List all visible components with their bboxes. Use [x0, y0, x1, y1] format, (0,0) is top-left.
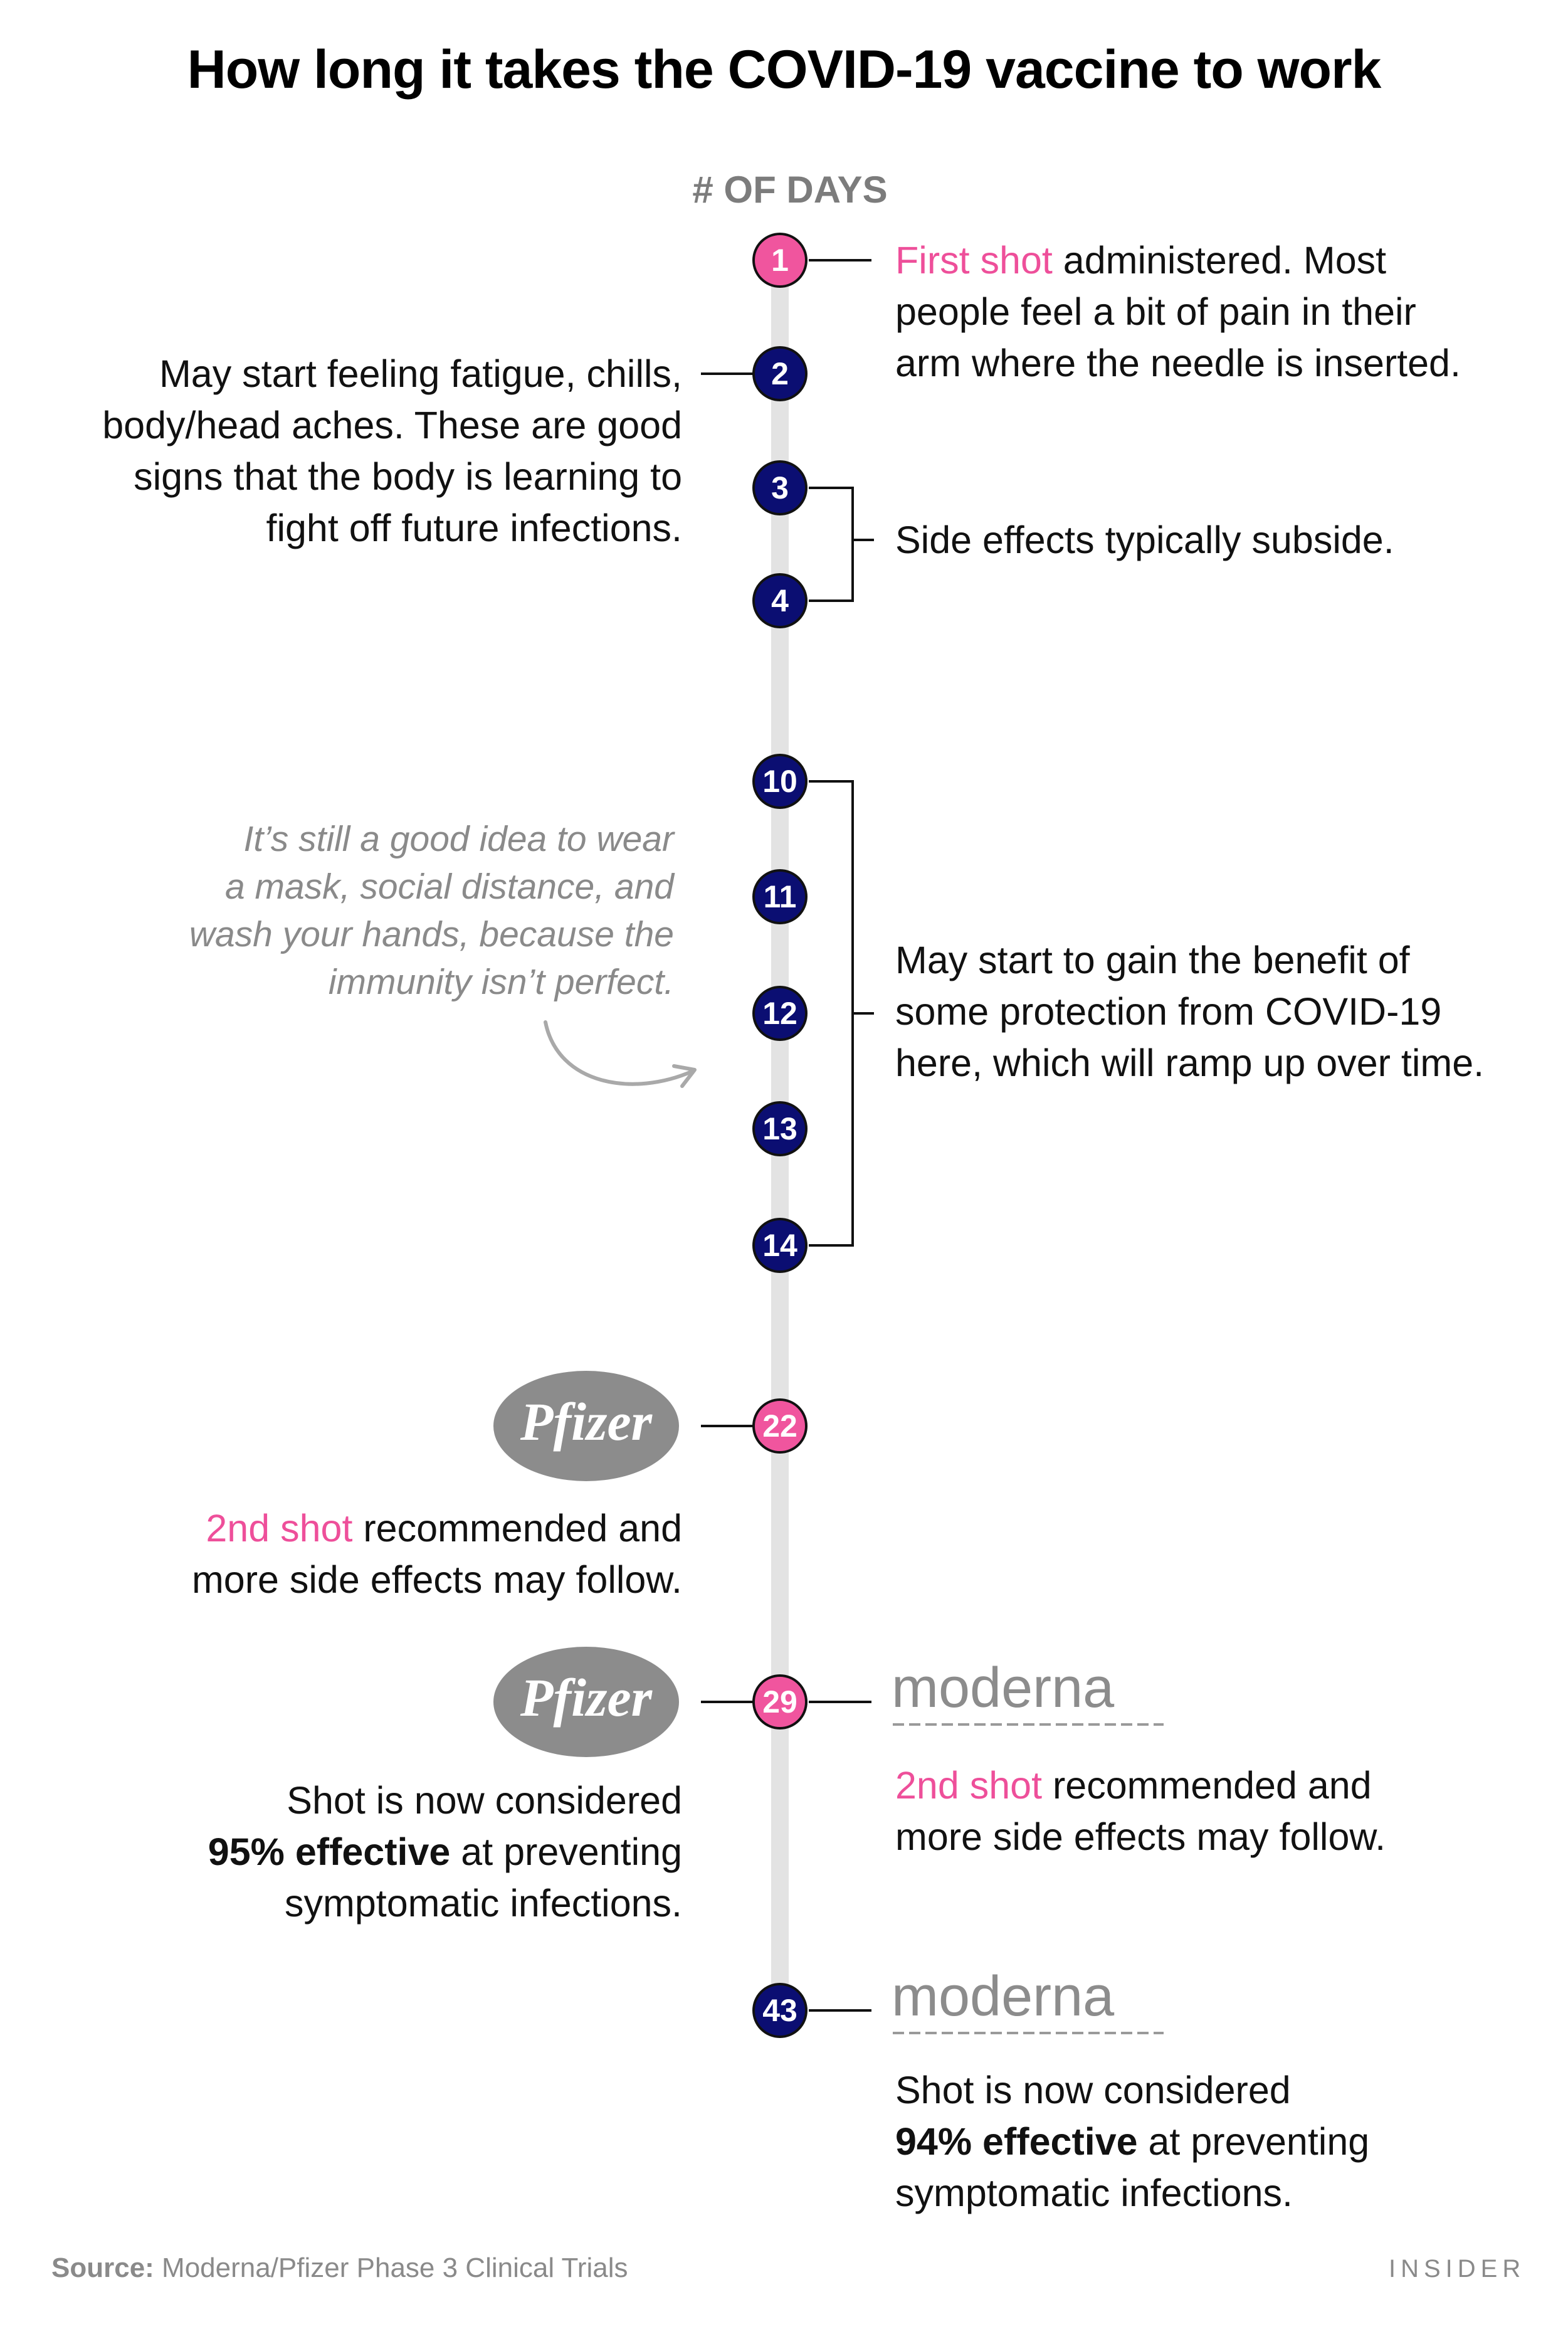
day-marker-3: 3	[752, 460, 808, 515]
bracket-3-4-vertical	[851, 487, 854, 602]
event-day2-text: May start feeling fatigue, chills, body/…	[0, 348, 682, 554]
page-title: How long it takes the COVID-19 vaccine t…	[187, 40, 1382, 100]
event-day10-14-line1: May start to gain the benefit of	[895, 939, 1410, 981]
connector-day2	[701, 372, 764, 375]
connector-day43	[809, 2009, 871, 2012]
curved-arrow-icon	[544, 1020, 697, 1088]
event-day29-left-line2: at preventing	[450, 1830, 682, 1873]
event-day10-14-line3: here, which will ramp up over time.	[895, 1042, 1485, 1084]
bracket-10-14-top	[809, 780, 854, 783]
day-marker-10: 10	[752, 754, 808, 809]
event-day29-right-line1: recommended and	[1042, 1764, 1372, 1807]
advice-note: It’s still a good idea to wear a mask, s…	[75, 815, 674, 1006]
bracket-10-14-stem	[851, 1012, 874, 1015]
event-day1-highlight: First shot	[895, 239, 1053, 282]
connector-day1	[809, 259, 871, 261]
event-day1-line1: administered. Most	[1052, 239, 1387, 282]
day-marker-4: 4	[752, 573, 808, 628]
event-day29-right-text: 2nd shot recommended and more side effec…	[895, 1760, 1560, 1862]
event-day43-line1: Shot is now considered	[895, 2069, 1291, 2111]
event-day3-4-text: Side effects typically subside.	[895, 519, 1394, 561]
event-day43-line3: symptomatic infections.	[895, 2172, 1293, 2214]
pfizer-logo-text: Pfizer	[520, 1392, 653, 1452]
connector-day29-right	[809, 1701, 871, 1703]
event-day43-text: Shot is now considered 94% effective at …	[895, 2064, 1560, 2219]
moderna-logo-icon: moderna	[892, 1970, 1164, 2034]
moderna-logo-icon: moderna	[892, 1662, 1164, 1726]
source-text: Moderna/Pfizer Phase 3 Clinical Trials	[154, 2252, 628, 2283]
pfizer-logo-text: Pfizer	[520, 1667, 653, 1728]
event-day2-line3: signs that the body is learning to	[134, 455, 682, 498]
event-day1-text: First shot administered. Most people fee…	[895, 235, 1547, 389]
day-marker-22: 22	[752, 1398, 808, 1454]
source-label: Source:	[51, 2252, 154, 2283]
day-marker-13: 13	[752, 1101, 808, 1156]
bracket-3-4-stem	[851, 539, 874, 541]
day-marker-11: 11	[752, 869, 808, 924]
pfizer-logo-icon: Pfizer	[493, 1647, 679, 1757]
advice-note-line2: a mask, social distance, and	[224, 867, 674, 907]
day-marker-29: 29	[752, 1674, 808, 1730]
event-day2-line4: fight off future infections.	[266, 507, 683, 549]
event-day1-line3: arm where the needle is inserted.	[895, 342, 1461, 384]
event-day22-highlight: 2nd shot	[206, 1507, 353, 1550]
moderna-logo-text: moderna	[892, 1662, 1115, 1719]
source-note: Source: Moderna/Pfizer Phase 3 Clinical …	[51, 2252, 628, 2284]
connector-day22	[701, 1425, 764, 1427]
event-day2-line2: body/head aches. These are good	[102, 404, 682, 446]
event-day22-line1: recommended and	[352, 1507, 682, 1550]
event-day43-line2: at preventing	[1137, 2120, 1370, 2163]
connector-day29-left	[701, 1701, 764, 1703]
event-day29-left-line3: symptomatic infections.	[285, 1882, 682, 1925]
event-day22-line2: more side effects may follow.	[191, 1558, 682, 1601]
event-day2-line1: May start feeling fatigue, chills,	[159, 352, 682, 395]
day-marker-1: 1	[752, 233, 808, 288]
advice-note-line1: It’s still a good idea to wear	[243, 819, 674, 859]
bracket-3-4-top	[809, 487, 854, 489]
event-day29-left-text: Shot is now considered 95% effective at …	[0, 1775, 682, 1929]
moderna-logo-text: moderna	[892, 1970, 1115, 2028]
event-day10-14-text: May start to gain the benefit of some pr…	[895, 934, 1560, 1089]
day-marker-14: 14	[752, 1218, 808, 1273]
event-day29-left-line1: Shot is now considered	[287, 1779, 682, 1822]
event-day29-left-bold: 95% effective	[208, 1830, 451, 1873]
day-marker-2: 2	[752, 346, 808, 401]
event-day10-14-line2: some protection from COVID-19	[895, 990, 1442, 1033]
pfizer-logo-icon: Pfizer	[493, 1371, 679, 1481]
event-day43-bold: 94% effective	[895, 2120, 1138, 2163]
event-day29-right-highlight: 2nd shot	[895, 1764, 1043, 1807]
event-day1-line2: people feel a bit of pain in their	[895, 290, 1416, 333]
day-marker-12: 12	[752, 986, 808, 1041]
event-day29-right-line2: more side effects may follow.	[895, 1815, 1386, 1858]
advice-note-line3: wash your hands, because the	[189, 914, 674, 954]
bracket-10-14-bottom	[809, 1244, 854, 1247]
day-marker-43: 43	[752, 1983, 808, 2038]
brand-logo: INSIDER	[1389, 2255, 1526, 2283]
bracket-3-4-bottom	[809, 599, 854, 602]
axis-label: # OF DAYS	[692, 169, 888, 211]
event-day22-text: 2nd shot recommended and more side effec…	[0, 1502, 682, 1605]
advice-note-line4: immunity isn’t perfect.	[328, 962, 674, 1002]
